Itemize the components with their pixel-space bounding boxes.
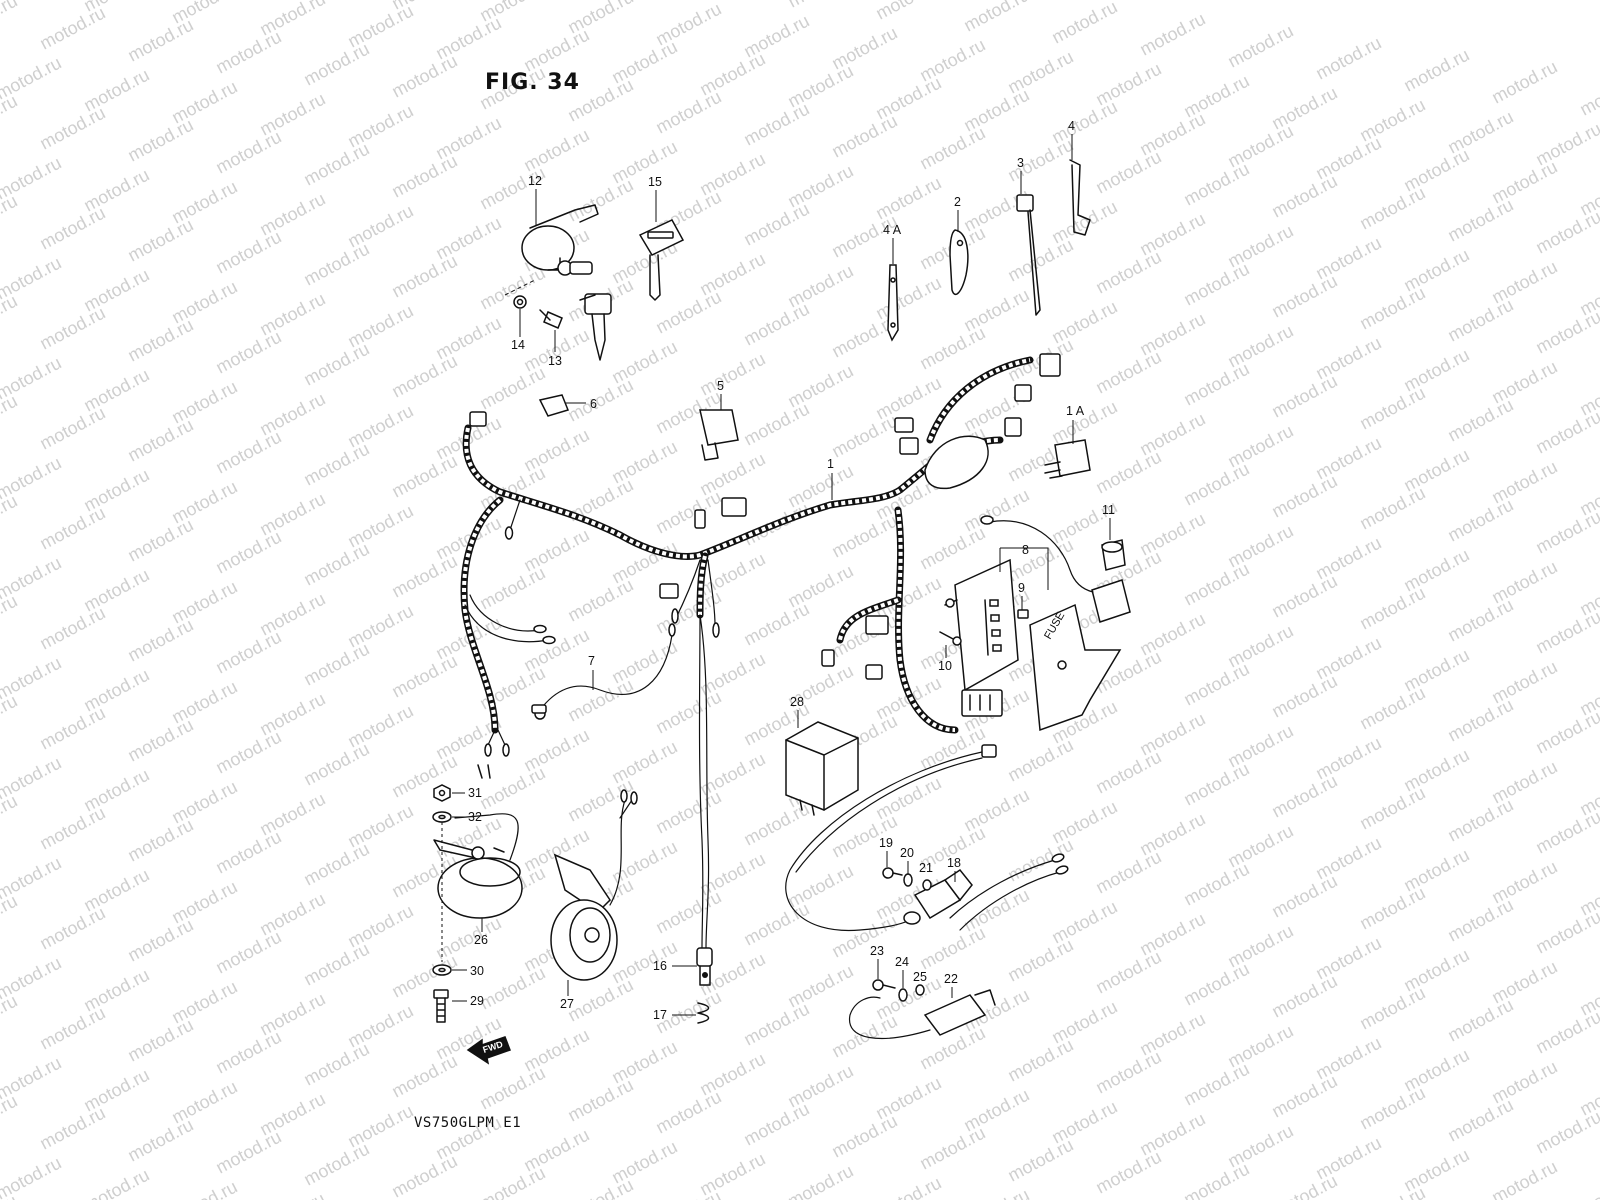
callout-28: 28	[790, 695, 804, 709]
nut-part-31[interactable]	[433, 784, 451, 802]
callout-32: 32	[468, 810, 482, 824]
collar-part-25[interactable]	[915, 984, 925, 996]
connector-holder-part-5[interactable]	[699, 409, 739, 461]
callout-24: 24	[895, 955, 909, 969]
horn-part-26[interactable]	[433, 813, 523, 919]
callout-22: 22	[944, 972, 958, 986]
fuse-box-assembly[interactable]: FUSE	[944, 558, 1122, 732]
sensor-lead-wire[interactable]	[785, 744, 1069, 932]
callout-31: 31	[468, 786, 482, 800]
callout-2: 2	[954, 195, 961, 209]
callout-18: 18	[947, 856, 961, 870]
callout-8: 8	[1022, 543, 1029, 557]
callout-23: 23	[870, 944, 884, 958]
terminals-31-area	[477, 764, 491, 779]
callout-15: 15	[648, 175, 662, 189]
bracket-part-4[interactable]	[1069, 159, 1091, 236]
nut-part-14[interactable]	[513, 295, 527, 309]
callout-6: 6	[590, 397, 597, 411]
washer-part-24[interactable]	[898, 988, 908, 1002]
fuse-part-9[interactable]	[1017, 609, 1029, 619]
callout-labels: 1 1 A 2 3 4 4 A 5 6 7 8 9 10 11	[452, 119, 1115, 1022]
switch-part-18[interactable]	[903, 868, 973, 925]
callout-14: 14	[511, 338, 525, 352]
bolt-part-29[interactable]	[433, 989, 449, 1023]
neutral-switch-lead[interactable]	[696, 614, 713, 986]
callout-7: 7	[588, 654, 595, 668]
callout-10: 10	[938, 659, 952, 673]
socket-part-11[interactable]	[980, 515, 1131, 623]
clamp-part-2[interactable]	[949, 229, 969, 296]
screw-part-10[interactable]	[939, 631, 962, 646]
callout-5: 5	[717, 379, 724, 393]
callout-21: 21	[919, 861, 933, 875]
callout-19: 19	[879, 836, 893, 850]
spare-key[interactable]	[638, 219, 685, 301]
callout-3: 3	[1017, 156, 1024, 170]
callout-25: 25	[913, 970, 927, 984]
callout-26: 26	[474, 933, 488, 947]
callout-1: 1	[827, 457, 834, 471]
callout-1a: 1 A	[1066, 404, 1085, 418]
main-wiring-harness[interactable]	[460, 353, 1061, 757]
figure-title: FIG. 34	[485, 70, 580, 95]
callout-16: 16	[653, 959, 667, 973]
callout-11: 11	[1102, 503, 1115, 517]
horn-part-27[interactable]	[550, 789, 638, 981]
relay-part-1a[interactable]	[1044, 439, 1091, 479]
callout-4a: 4 A	[883, 223, 902, 237]
callout-20: 20	[900, 846, 914, 860]
callout-12: 12	[528, 174, 542, 188]
callout-29: 29	[470, 994, 484, 1008]
callout-30: 30	[470, 964, 484, 978]
screw-part-13[interactable]	[539, 309, 563, 329]
forward-direction-arrow: FWD	[466, 1036, 511, 1065]
ignition-switch[interactable]	[521, 204, 612, 361]
clamp-part-4a[interactable]	[887, 264, 899, 342]
callout-13: 13	[548, 354, 562, 368]
screw-part-23[interactable]	[872, 979, 896, 991]
washer-part-32[interactable]	[432, 811, 452, 823]
model-code: VS750GLPM E1	[414, 1115, 522, 1131]
washer-part-30[interactable]	[432, 964, 452, 976]
collar-part-21[interactable]	[922, 879, 932, 891]
callout-9: 9	[1018, 581, 1025, 595]
screw-part-19[interactable]	[882, 867, 903, 879]
callout-17: 17	[653, 1008, 667, 1022]
callout-27: 27	[560, 997, 574, 1011]
callout-4: 4	[1068, 119, 1075, 133]
cable-tie-part-3[interactable]	[1016, 194, 1041, 316]
relay-part-28[interactable]	[785, 721, 859, 816]
washer-part-20[interactable]	[903, 873, 913, 887]
sensor-part-22[interactable]	[849, 989, 996, 1040]
clamp-part-6[interactable]	[538, 394, 570, 417]
ground-lead-wire[interactable]	[531, 623, 676, 720]
spring-part-17[interactable]	[697, 1002, 710, 1024]
